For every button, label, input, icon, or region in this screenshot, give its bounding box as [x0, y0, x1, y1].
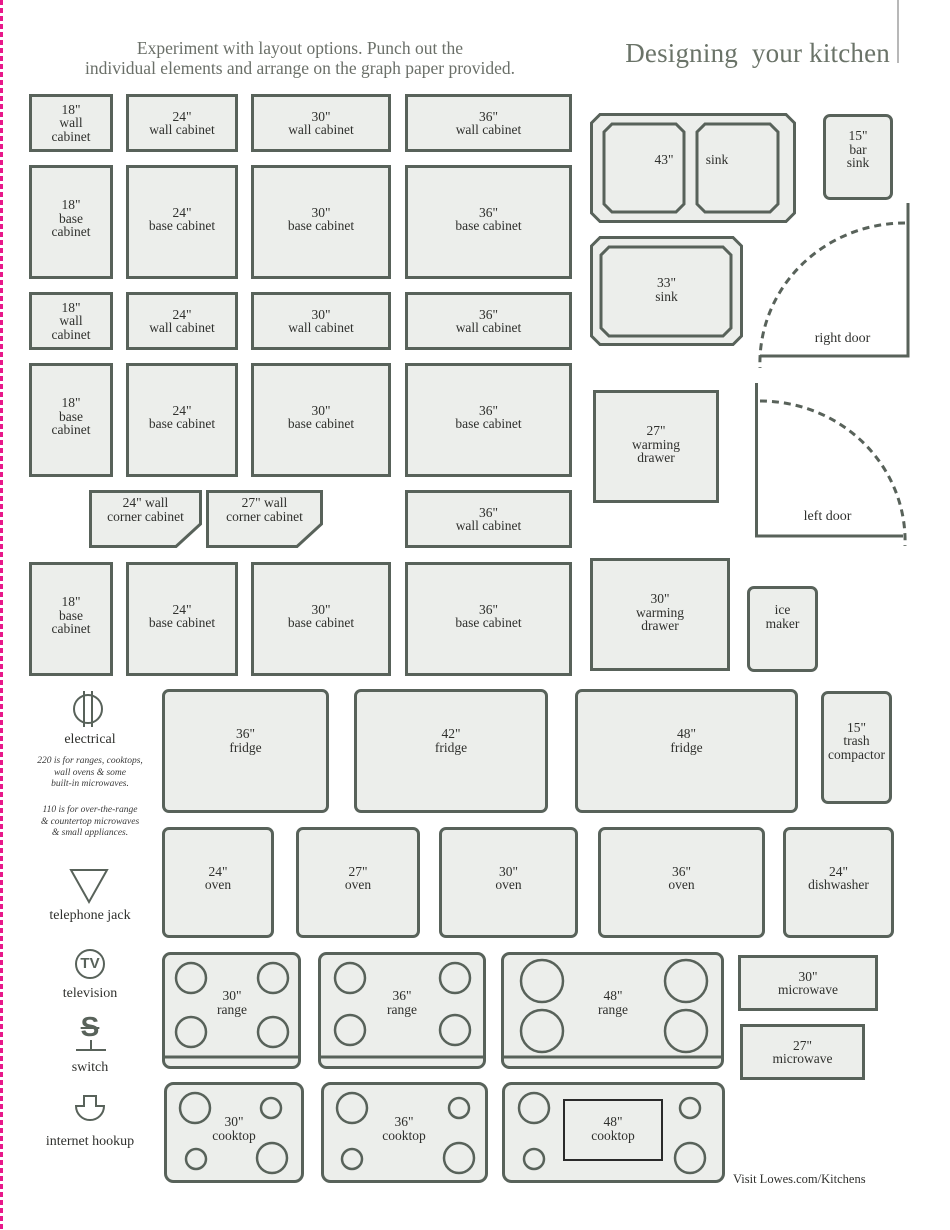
cutout-36-cooktop[interactable] — [321, 1082, 488, 1183]
cutout-30-oven[interactable]: 30" oven — [439, 827, 578, 938]
cutout-36-base-cabinet[interactable]: 36" base cabinet — [405, 165, 572, 279]
cutout-24-base-cabinet[interactable]: 24" base cabinet — [126, 165, 238, 279]
page-edge-line — [897, 0, 899, 63]
cutout-27-warming-drawer[interactable]: 27" warming drawer — [593, 390, 719, 503]
cutout-24-base-cabinet[interactable]: 24" base cabinet — [126, 562, 238, 676]
cutout-24-oven[interactable]: 24" oven — [162, 827, 274, 938]
telephone-jack-icon — [69, 869, 109, 905]
switch-label: switch — [71, 1060, 109, 1075]
cutout-18-base-cabinet[interactable]: 18" base cabinet — [29, 363, 113, 477]
cutout-15-trash-compactor[interactable]: 15" trash compactor — [821, 691, 892, 804]
cooktop-30-label: 30" cooktop — [212, 1114, 256, 1143]
cutout-30-microwave[interactable]: 30" microwave — [738, 955, 878, 1011]
intro-text: Experiment with layout options. Punch ou… — [84, 38, 516, 78]
cutout-18-wall-cabinet[interactable]: 18" wall cabinet — [29, 292, 113, 350]
cutout-left-door[interactable] — [755, 383, 915, 548]
cutout-18-base-cabinet[interactable]: 18" base cabinet — [29, 562, 113, 676]
television-icon-glyph: TV — [80, 955, 100, 972]
cutout-48-range[interactable] — [501, 952, 724, 1069]
television-icon — [75, 949, 105, 979]
cutout-36-wall-cabinet[interactable]: 36" wall cabinet — [405, 292, 572, 350]
switch-base-icon — [76, 1040, 106, 1051]
electrical-label: electrical — [64, 732, 116, 747]
cutout-30-range[interactable] — [162, 952, 301, 1069]
left-door-label: left door — [803, 509, 852, 524]
dashed-cut-line — [0, 0, 3, 1230]
cutout-24-wall-corner-cabinet[interactable] — [89, 490, 202, 548]
cutout-36-wall-cabinet[interactable]: 36" wall cabinet — [405, 94, 572, 152]
cutout-right-door[interactable] — [755, 203, 915, 369]
sink-33-label: 33" sink — [655, 275, 678, 304]
internet-hookup-icon — [74, 1095, 106, 1121]
cutout-24-wall-cabinet[interactable]: 24" wall cabinet — [126, 292, 238, 350]
cutout-36-base-cabinet[interactable]: 36" base cabinet — [405, 562, 572, 676]
cutout-24-dishwasher[interactable]: 24" dishwasher — [783, 827, 894, 938]
cutout-30-base-cabinet[interactable]: 30" base cabinet — [251, 562, 391, 676]
cutout-36-base-cabinet[interactable]: 36" base cabinet — [405, 363, 572, 477]
cutout-33-sink[interactable] — [590, 236, 743, 346]
cutout-48-fridge[interactable]: 48" fridge — [575, 689, 798, 813]
range-48-label: 48" range — [598, 988, 628, 1017]
range-30-label: 30" range — [217, 988, 247, 1017]
corner-cabinet-27-label: 27" wall corner cabinet — [226, 495, 303, 524]
cutout-27-wall-corner-cabinet[interactable] — [206, 490, 323, 548]
cutout-36-oven[interactable]: 36" oven — [598, 827, 765, 938]
page-title: Designing your kitchen — [625, 38, 890, 68]
cutout-30-warming-drawer[interactable]: 30" warming drawer — [590, 558, 730, 671]
electrical-note-110: 110 is for over-the-range & countertop m… — [40, 805, 140, 838]
electrical-note-220: 220 is for ranges, cooktops, wall ovens … — [37, 756, 143, 789]
cutout-36-fridge[interactable]: 36" fridge — [162, 689, 329, 813]
cutout-36-wall-cabinet[interactable]: 36" wall cabinet — [405, 490, 572, 548]
cutout-30-base-cabinet[interactable]: 30" base cabinet — [251, 363, 391, 477]
cutout-43-double-sink[interactable] — [590, 113, 796, 223]
cutout-42-fridge[interactable]: 42" fridge — [354, 689, 548, 813]
range-36-label: 36" range — [387, 988, 417, 1017]
television-label: television — [62, 986, 118, 1001]
cutout-15-bar-sink[interactable]: 15" bar sink — [823, 114, 893, 200]
switch-icon: S — [80, 1011, 100, 1042]
cutout-ice-maker[interactable]: ice maker — [747, 586, 818, 672]
cutout-24-base-cabinet[interactable]: 24" base cabinet — [126, 363, 238, 477]
cooktop-36-label: 36" cooktop — [382, 1114, 426, 1143]
cutout-30-wall-cabinet[interactable]: 30" wall cabinet — [251, 94, 391, 152]
double-sink-size: 43" — [654, 152, 674, 167]
electrical-outlet-icon — [73, 691, 103, 727]
corner-cabinet-24-label: 24" wall corner cabinet — [107, 495, 184, 524]
cooktop-48-label: 48" cooktop — [591, 1114, 635, 1143]
right-door-label: right door — [814, 331, 871, 346]
cutout-30-cooktop[interactable] — [164, 1082, 304, 1183]
cutout-30-base-cabinet[interactable]: 30" base cabinet — [251, 165, 391, 279]
internet-hookup-label: internet hookup — [45, 1134, 135, 1149]
cutout-48-cooktop[interactable] — [502, 1082, 725, 1183]
double-sink-label: sink — [705, 152, 729, 167]
cutout-18-wall-cabinet[interactable]: 18" wall cabinet — [29, 94, 113, 152]
cutout-18-base-cabinet[interactable]: 18" base cabinet — [29, 165, 113, 279]
cutout-30-wall-cabinet[interactable]: 30" wall cabinet — [251, 292, 391, 350]
cutout-36-range[interactable] — [318, 952, 486, 1069]
cutout-27-microwave[interactable]: 27" microwave — [740, 1024, 865, 1080]
cutout-24-wall-cabinet[interactable]: 24" wall cabinet — [126, 94, 238, 152]
telephone-jack-label: telephone jack — [49, 908, 131, 923]
lowes-kitchens-link[interactable]: Visit Lowes.com/Kitchens — [733, 1172, 866, 1186]
cutout-27-oven[interactable]: 27" oven — [296, 827, 420, 938]
